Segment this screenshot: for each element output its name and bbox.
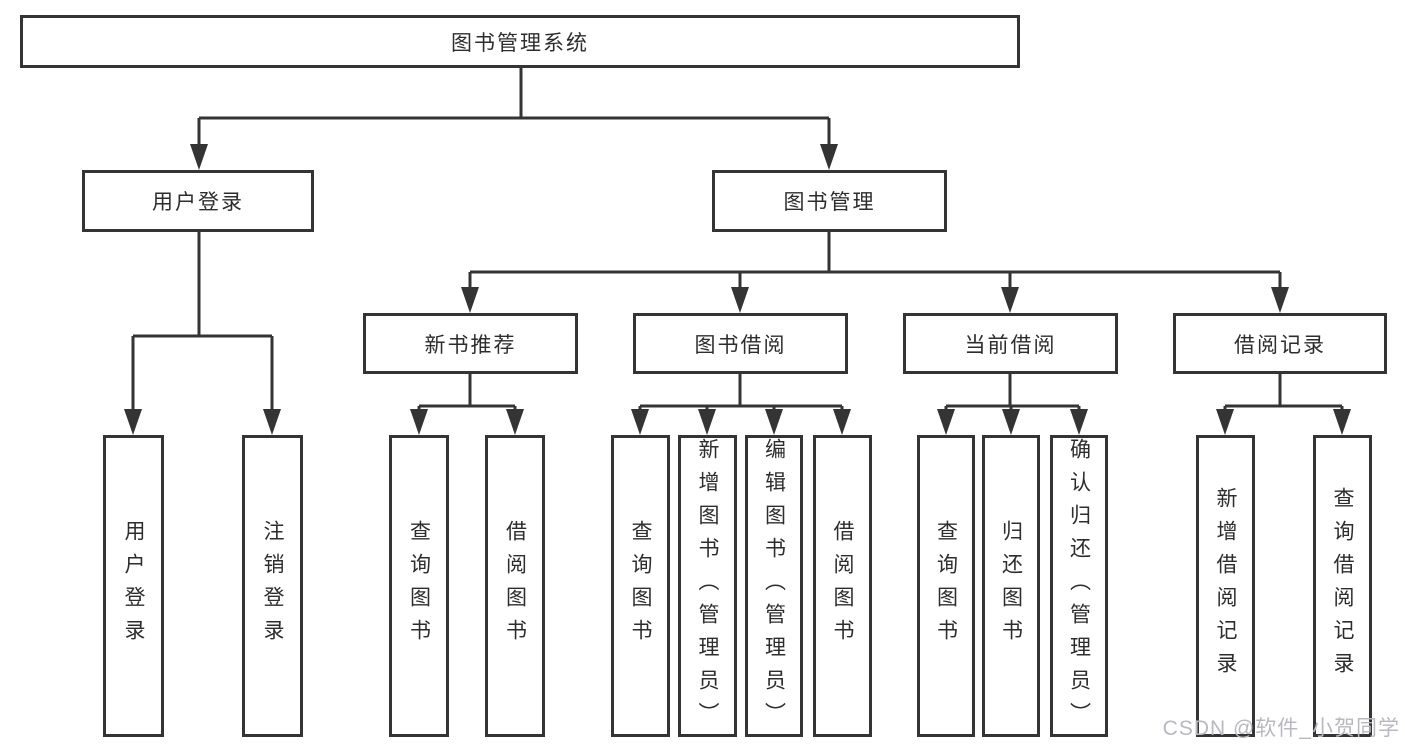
leaf-label: 用户登录 — [122, 520, 145, 652]
leaf-add-borrow-record: 新增借阅记录 — [1196, 435, 1255, 737]
node-new-book-recommend: 新书推荐 — [363, 313, 578, 374]
leaf-query-borrow-record: 查询借阅记录 — [1313, 435, 1372, 737]
leaf-label: 归还图书 — [999, 520, 1023, 652]
leaf-borrow-books-2: 借阅图书 — [813, 435, 872, 737]
leaf-label: 新增借阅记录 — [1214, 487, 1237, 685]
node-current-borrow: 当前借阅 — [903, 313, 1118, 374]
leaf-query-books-2: 查询图书 — [611, 435, 670, 737]
leaf-label: 编辑图书（管理员） — [762, 437, 786, 735]
leaf-label: 注销登录 — [261, 520, 284, 652]
leaf-label: 新增图书（管理员） — [696, 437, 719, 735]
arrowheads — [124, 144, 1351, 435]
leaf-label: 借阅图书 — [503, 520, 527, 652]
leaf-label: 查询图书 — [407, 520, 431, 652]
leaf-query-books-1: 查询图书 — [389, 435, 449, 737]
node-book-borrow: 图书借阅 — [633, 313, 848, 374]
leaf-return-books: 归还图书 — [982, 435, 1040, 737]
leaf-logout: 注销登录 — [242, 435, 303, 737]
node-borrow-record: 借阅记录 — [1173, 313, 1387, 374]
leaf-edit-books-admin: 编辑图书（管理员） — [745, 435, 803, 737]
leaf-label: 确认归还（管理员） — [1067, 437, 1091, 735]
leaf-label: 查询图书 — [934, 520, 958, 652]
node-book-management: 图书管理 — [712, 170, 947, 232]
leaf-label: 借阅图书 — [831, 520, 854, 652]
leaf-label: 查询图书 — [629, 520, 652, 652]
leaf-add-books-admin: 新增图书（管理员） — [678, 435, 737, 737]
node-root: 图书管理系统 — [20, 15, 1020, 68]
leaf-label: 查询借阅记录 — [1331, 487, 1354, 685]
leaf-borrow-books-1: 借阅图书 — [485, 435, 545, 737]
leaf-query-books-3: 查询图书 — [917, 435, 975, 737]
leaf-user-login: 用户登录 — [103, 435, 164, 737]
node-user-login: 用户登录 — [82, 170, 314, 232]
leaf-confirm-return-admin: 确认归还（管理员） — [1050, 435, 1108, 737]
